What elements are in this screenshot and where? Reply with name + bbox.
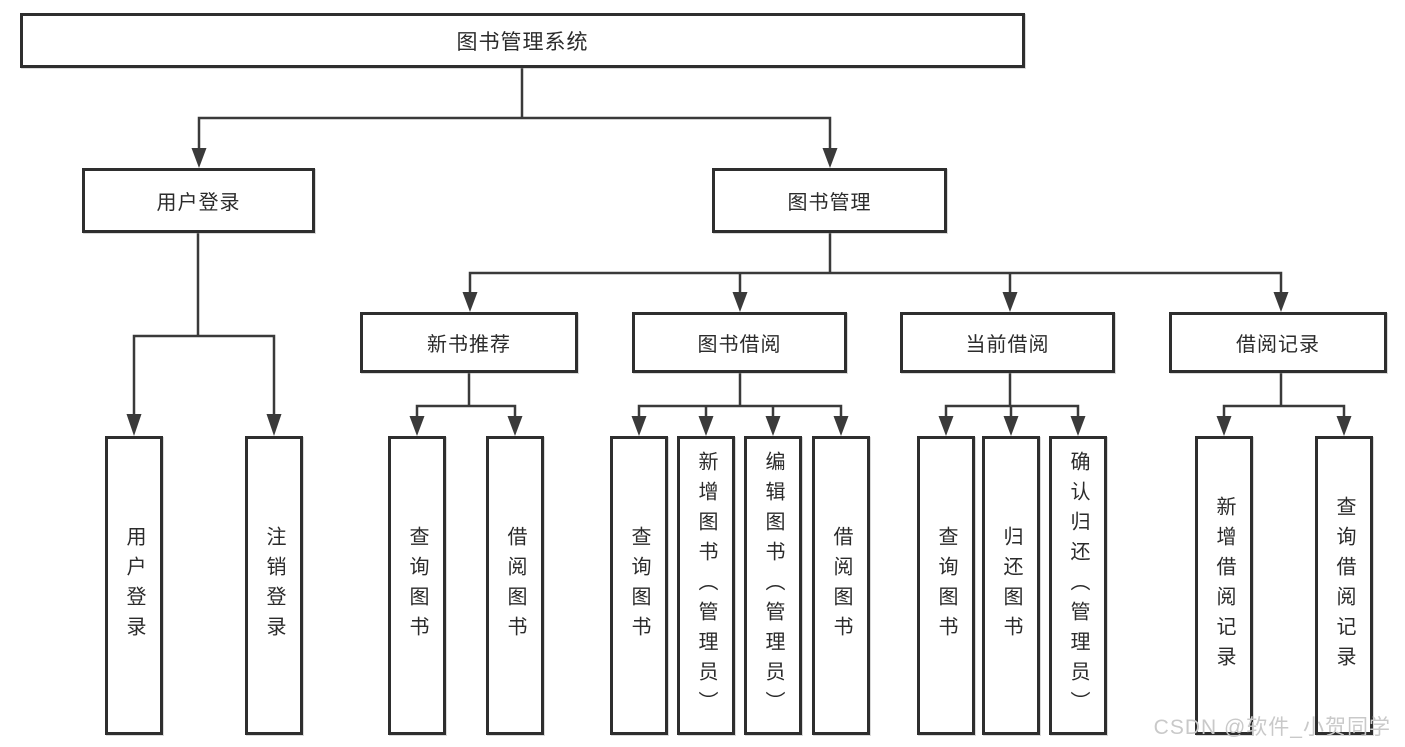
node-book-management: 图书管理 [712,168,947,233]
connector-user-login-children [132,233,276,418]
connector-new-book-children [415,373,517,418]
node-new-book-recommendation: 新书推荐 [360,312,578,373]
node-borrowing-records: 借阅记录 [1169,312,1387,373]
csdn-watermark: CSDN @软件_小贺同学 [1153,716,1391,739]
node-label: 新书推荐 [427,334,511,356]
leaf-query-books-recommend: 查询图书 [388,436,446,735]
node-label: 用户登录 [156,192,241,214]
node-label: 新增图书（管理员） [695,450,717,721]
leaf-logout: 注销登录 [245,436,303,735]
arrowheads [126,148,1352,436]
node-label: 图书借阅 [697,334,782,356]
node-label: 新增借阅记录 [1213,495,1235,676]
node-label: 借阅图书 [830,525,852,646]
leaf-query-books-borrow: 查询图书 [610,436,668,735]
node-label: 编辑图书（管理员） [762,450,784,721]
node-label: 查询图书 [935,525,957,646]
node-label: 归还图书 [1000,525,1022,646]
node-book-borrowing: 图书借阅 [632,312,847,373]
leaf-add-books-admin: 新增图书（管理员） [677,436,735,735]
leaf-edit-books-admin: 编辑图书（管理员） [744,436,802,735]
leaf-add-borrow-record: 新增借阅记录 [1195,436,1253,735]
node-library-management-system: 图书管理系统 [20,13,1025,68]
node-label: 注销登录 [263,525,285,646]
leaf-query-books-current: 查询图书 [917,436,975,735]
node-label: 查询图书 [406,525,428,646]
connector-root-to-level2 [197,68,832,150]
connector-book-management-children [468,232,1283,294]
node-user-login: 用户登录 [82,168,315,233]
node-label: 当前借阅 [965,334,1050,356]
leaf-return-books: 归还图书 [982,436,1040,735]
node-label: 查询图书 [628,525,650,646]
node-label: 借阅记录 [1236,334,1320,356]
leaf-confirm-return-admin: 确认归还（管理员） [1049,436,1107,735]
node-label: 图书管理 [787,192,872,214]
connector-book-borrow-children [637,373,843,418]
leaf-borrow-books: 借阅图书 [812,436,870,735]
leaf-user-login: 用户登录 [105,436,163,735]
node-label: 借阅图书 [504,525,526,646]
node-label: 确认归还（管理员） [1067,450,1089,721]
node-label: 图书管理系统 [456,30,589,54]
leaf-query-borrow-record: 查询借阅记录 [1315,436,1373,735]
connector-current-borrow-children [944,373,1080,418]
node-current-borrowing: 当前借阅 [900,312,1115,373]
leaf-borrow-books-recommend: 借阅图书 [486,436,544,735]
node-label: 用户登录 [123,525,145,646]
connector-borrow-records-children [1222,373,1346,418]
node-label: 查询借阅记录 [1333,495,1355,676]
